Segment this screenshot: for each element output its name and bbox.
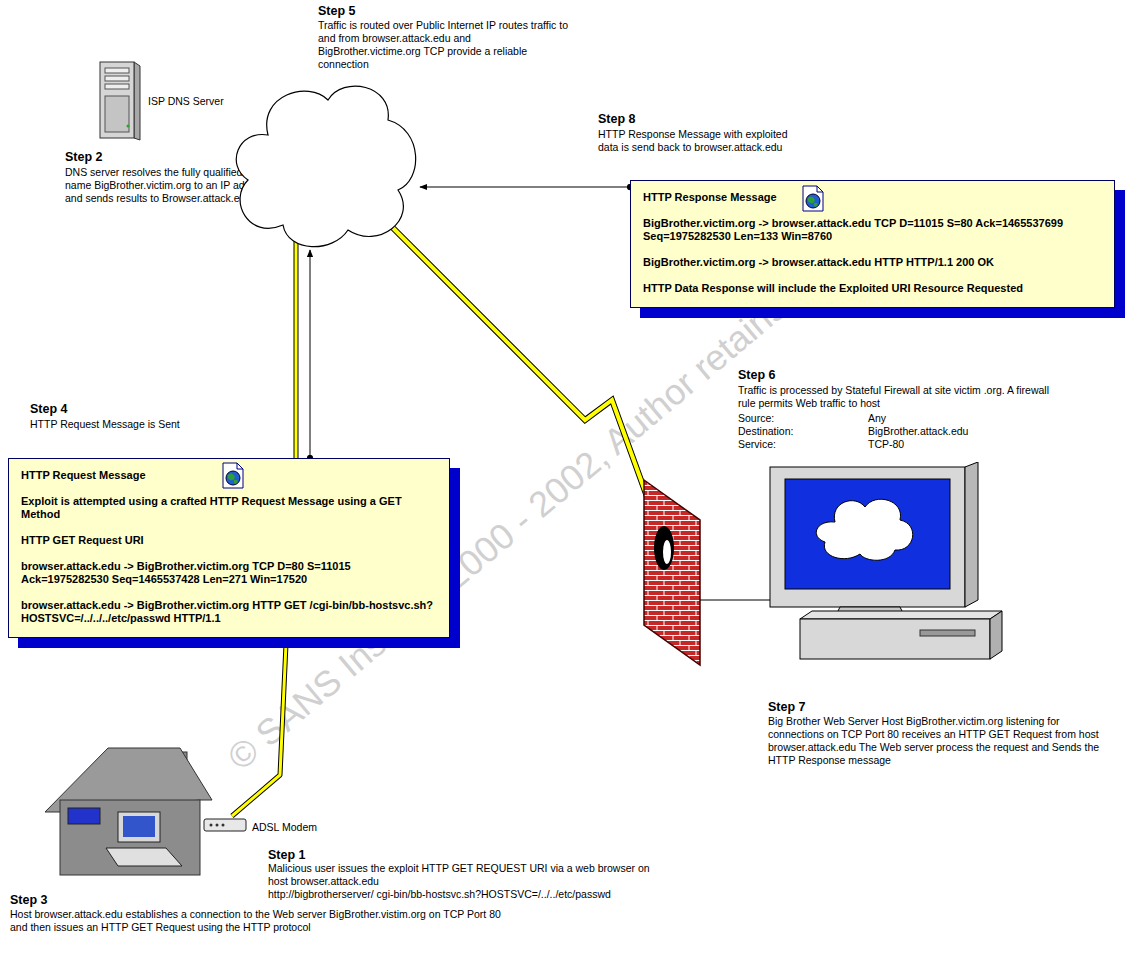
rule-field: Destination: <box>738 425 793 438</box>
server-icon <box>98 60 142 142</box>
drawing-circle <box>216 824 219 827</box>
drawing-circle <box>226 471 240 485</box>
rule-value: Any <box>868 412 886 425</box>
web-server: Step 7Big Brother Web Server Host BigBro… <box>740 462 1130 767</box>
drawing-rect <box>100 62 134 138</box>
drawing-rect <box>105 96 129 132</box>
internet-cloud: Step 5Traffic is routed over Public Inte… <box>225 4 570 250</box>
step-note: HTTP Response Message with exploited dat… <box>598 128 788 154</box>
step-heading: Step 3 <box>10 893 48 908</box>
drawing-polygon <box>644 480 700 665</box>
step-note: Malicious user issues the exploit HTTP G… <box>268 862 658 888</box>
step-note: Traffic is processed by Stateful Firewal… <box>738 384 1068 410</box>
node-heading: HTTP Response Message <box>643 191 1102 204</box>
rule-field: Service: <box>738 438 776 451</box>
drawing-rect <box>105 84 129 89</box>
drawing-circle <box>210 824 213 827</box>
pc-screen <box>123 816 155 837</box>
house-wall <box>60 800 200 875</box>
window <box>68 808 100 824</box>
drawing-rect <box>105 68 129 73</box>
firewall-hole <box>654 526 674 570</box>
drawing-path <box>236 86 415 247</box>
step-heading: Step 6 <box>738 368 776 383</box>
drawing-path <box>816 499 912 560</box>
drawing-path <box>228 474 238 484</box>
drawing-circle <box>222 824 225 827</box>
firewall-hole <box>663 540 671 564</box>
message-callout: HTTP Request MessageExploit is attempted… <box>8 458 450 638</box>
arrow-connector <box>420 187 630 188</box>
drawing-path <box>808 197 818 207</box>
node-heading: Step 7 <box>768 700 1113 715</box>
node-text: browser.attack.edu -> BigBrother.victim.… <box>21 599 437 625</box>
node-text: BigBrother.victim.org -> browser.attack.… <box>643 217 1102 243</box>
drawing-circle <box>127 125 130 128</box>
node-text: HTTP Data Response will include the Expl… <box>643 282 1102 295</box>
rule-value: TCP-80 <box>868 438 904 451</box>
exploit-url: http://bigbrotherserver/ cgi-bin/bb-host… <box>268 888 611 901</box>
pc-monitor <box>118 812 160 842</box>
drawing-polyline <box>294 230 299 470</box>
document-icon <box>801 185 825 213</box>
drawing-polygon <box>990 611 1002 659</box>
step-heading: Step 2 <box>65 150 103 165</box>
step-heading: Step 8 <box>598 112 636 127</box>
drawing-circle <box>806 194 820 208</box>
rule-value: BigBrother.attack.edu <box>868 425 968 438</box>
node-text: Big Brother Web Server Host BigBrother.v… <box>768 715 1113 767</box>
computer-icon <box>740 462 1010 700</box>
lan-line <box>700 600 772 601</box>
drawing-rect <box>785 479 950 589</box>
step-heading: Step 4 <box>30 402 68 417</box>
node-heading: Step 5 <box>318 4 570 19</box>
drawing-rect <box>800 619 990 659</box>
drawing-polygon <box>800 611 1002 619</box>
drawing-polygon <box>965 462 978 607</box>
rule-field: Source: <box>738 412 774 425</box>
document-icon <box>221 462 245 490</box>
pc-keyboard <box>106 848 182 866</box>
drawing-path <box>223 463 243 488</box>
node-text: HTTP GET Request URI <box>21 534 437 547</box>
drawing-rect <box>770 467 965 607</box>
step-heading: Step 1 <box>268 848 306 863</box>
message-callout: HTTP Response MessageBigBrother.victim.o… <box>630 180 1115 308</box>
drawing-path <box>237 463 243 469</box>
node-text: Traffic is routed over Public Internet I… <box>318 19 570 71</box>
drawing-path <box>803 186 823 211</box>
node-text: browser.attack.edu -> BigBrother.victim.… <box>21 560 437 586</box>
house <box>45 748 212 875</box>
step-note: Host browser.attack.edu establishes a co… <box>10 908 510 934</box>
firewall <box>644 480 700 665</box>
node-heading: ADSL Modem <box>252 821 317 834</box>
adsl-modem: ADSL Modem <box>203 814 317 834</box>
node-text: Exploit is attempted using a crafted HTT… <box>21 495 437 521</box>
node-heading: HTTP Request Message <box>21 469 437 482</box>
drawing-polyline <box>295 230 298 470</box>
node-heading: ISP DNS Server <box>148 95 224 108</box>
drawing-path <box>817 186 823 192</box>
drawing-polygon <box>134 62 140 140</box>
dns-server: ISP DNS Server <box>98 60 224 142</box>
drawing-rect <box>920 630 975 636</box>
drawing-rect <box>204 819 246 831</box>
arrow-connector <box>310 250 311 458</box>
drawing-rect <box>105 76 129 81</box>
cloud-outline <box>228 75 420 250</box>
modem-icon <box>203 814 249 834</box>
node-text: BigBrother.victim.org -> browser.attack.… <box>643 256 1102 269</box>
step-note: HTTP Request Message is Sent <box>30 418 230 431</box>
